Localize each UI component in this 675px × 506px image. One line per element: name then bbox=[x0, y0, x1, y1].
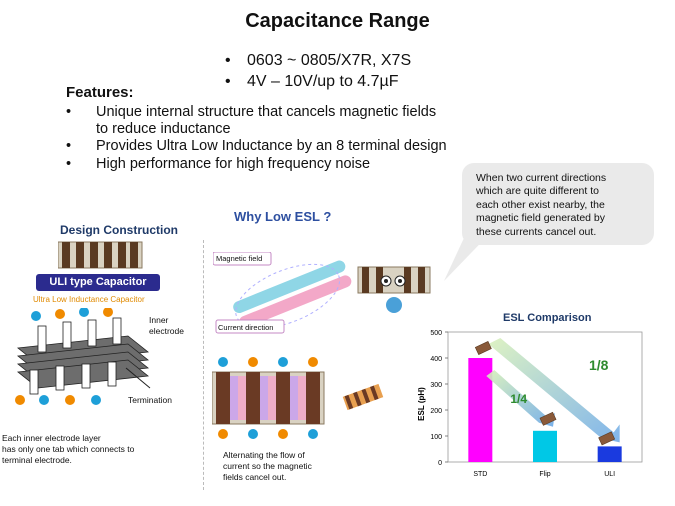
design-construction-heading: Design Construction bbox=[60, 223, 179, 237]
speech-bubble bbox=[462, 163, 654, 245]
speech-bubble-text: When two current directions which are qu… bbox=[476, 172, 646, 239]
caption-line: current so the magnetic bbox=[223, 461, 312, 471]
feature-item: •Unique internal structure that cancels … bbox=[66, 104, 526, 138]
y-tick-label: 400 bbox=[430, 356, 442, 363]
y-tick-label: 300 bbox=[430, 382, 442, 389]
caption-line: Each inner electrode layer bbox=[2, 433, 101, 443]
magnetic-field-diagram bbox=[213, 252, 352, 334]
chip-icon bbox=[474, 341, 492, 355]
feature-text: Unique internal structure that cancels m… bbox=[96, 104, 437, 120]
bubble-line: which are quite different to bbox=[476, 185, 599, 198]
x-tick-label: STD bbox=[473, 471, 487, 478]
chip-icon bbox=[598, 431, 616, 446]
current-direction-label: Current direction bbox=[218, 323, 274, 332]
feature-text: High performance for high frequency nois… bbox=[96, 156, 371, 172]
label-line: Inner bbox=[149, 315, 169, 325]
bar bbox=[597, 446, 622, 462]
label-line: electrode bbox=[149, 326, 184, 336]
feature-text-cont: to reduce inductance bbox=[96, 121, 231, 137]
caption-line: Alternating the flow of bbox=[223, 450, 305, 460]
section-divider bbox=[203, 240, 204, 490]
y-axis-label: ESL (pH) bbox=[417, 387, 426, 421]
caption-alternating-flow: Alternating the flow of current so the m… bbox=[223, 450, 373, 483]
spec-item: •4V – 10V/up to 4.7µF bbox=[225, 73, 399, 90]
caption-line: terminal electrode. bbox=[2, 455, 72, 465]
arrow-std-to-flip bbox=[486, 370, 555, 427]
bubble-line: magnetic field generated by bbox=[476, 212, 605, 225]
mascot-character bbox=[357, 266, 431, 313]
feature-item: •Provides Ultra Low Inductance by an 8 t… bbox=[66, 138, 447, 154]
y-tick-label: 100 bbox=[430, 434, 442, 441]
chip-icon bbox=[539, 411, 557, 426]
ratio-label: 1/8 bbox=[589, 357, 609, 373]
bubble-line: each other exist nearby, the bbox=[476, 198, 605, 211]
bubble-line: these currents cancel out. bbox=[476, 225, 597, 238]
y-tick-label: 500 bbox=[430, 330, 442, 337]
feature-item: •High performance for high frequency noi… bbox=[66, 156, 371, 172]
feature-text: Provides Ultra Low Inductance by an 8 te… bbox=[96, 138, 447, 154]
alternating-current-diagram bbox=[212, 357, 325, 439]
y-tick-label: 0 bbox=[438, 460, 442, 467]
x-tick-label: Flip bbox=[539, 471, 550, 478]
features-heading: Features: bbox=[66, 84, 134, 101]
why-low-esl-heading: Why Low ESL ? bbox=[234, 209, 332, 224]
magnetic-field-label: Magnetic field bbox=[216, 254, 263, 263]
spec-text: 4V – 10V/up to 4.7µF bbox=[247, 73, 399, 90]
ratio-label: 1/4 bbox=[510, 392, 527, 406]
uli-subtitle: Ultra Low Inductance Capacitor bbox=[33, 295, 145, 304]
caption-inner-electrode: Each inner electrode layer has only one … bbox=[2, 433, 202, 466]
small-capacitor-image bbox=[342, 383, 384, 411]
x-tick-label: ULI bbox=[604, 471, 615, 478]
termination-label: Termination bbox=[128, 395, 172, 405]
capacitor-chip-image bbox=[58, 241, 143, 269]
arrow-std-to-uli bbox=[488, 338, 620, 443]
bar bbox=[533, 430, 557, 462]
y-tick-label: 200 bbox=[430, 408, 442, 415]
bar bbox=[468, 358, 493, 462]
electrode-stack-diagram bbox=[15, 308, 151, 405]
chart-title: ESL Comparison bbox=[503, 312, 592, 324]
speech-bubble-tail bbox=[444, 225, 498, 281]
page-title: Capacitance Range bbox=[245, 10, 430, 32]
caption-line: fields cancel out. bbox=[223, 472, 287, 482]
spec-text: 0603 ~ 0805/X7R, X7S bbox=[247, 52, 412, 69]
uli-type-badge: ULI type Capacitor bbox=[36, 274, 160, 291]
spec-item: •0603 ~ 0805/X7R, X7S bbox=[225, 52, 412, 69]
caption-line: has only one tab which connects to bbox=[2, 444, 135, 454]
bubble-line: When two current directions bbox=[476, 172, 607, 184]
